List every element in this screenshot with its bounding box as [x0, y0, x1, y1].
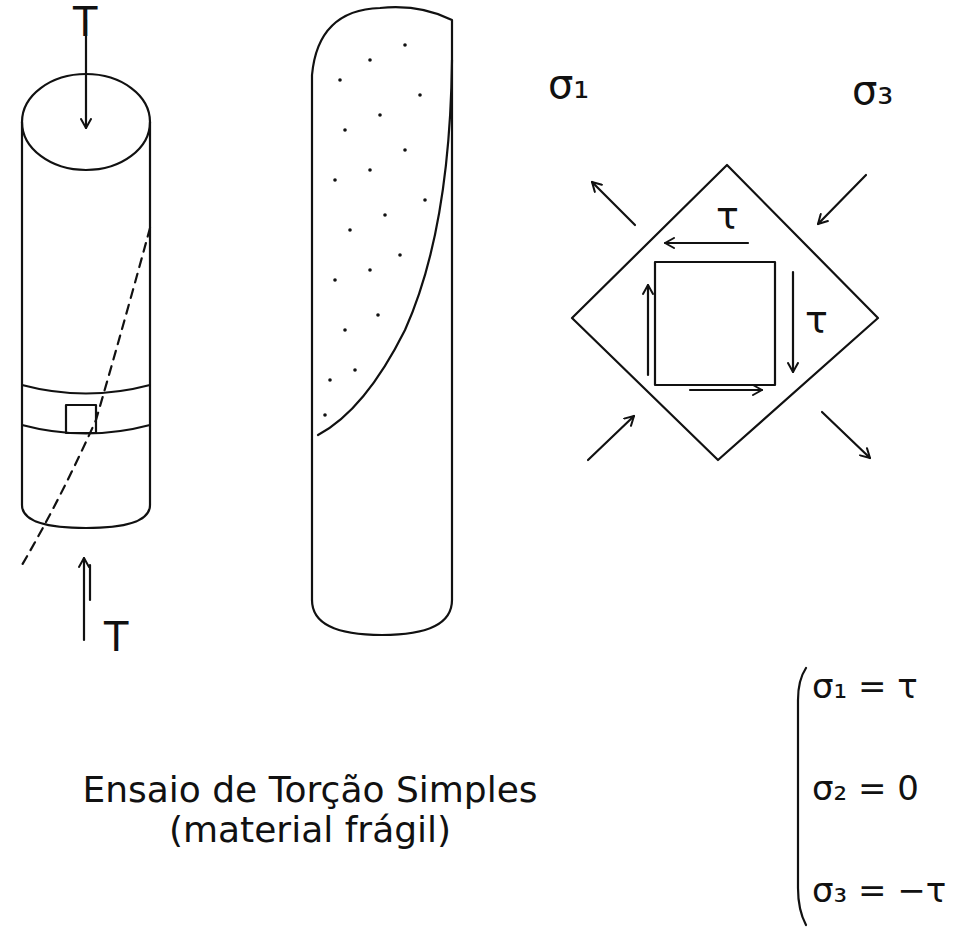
torque-label: T: [73, 0, 97, 44]
caption: Ensaio de Torção Simples (material frági…: [30, 770, 590, 849]
stress-symbol: σ₁: [548, 62, 589, 106]
bracket: [798, 668, 806, 925]
equation: σ₃ = −τ: [812, 872, 946, 909]
equation: σ₂ = 0: [812, 770, 919, 807]
equation: σ₁ = τ: [812, 668, 918, 705]
stress-symbol: σ₃: [852, 68, 893, 112]
stress-element: [572, 165, 878, 460]
torque-label: T: [104, 615, 128, 659]
specimen-cylinder: [22, 20, 150, 640]
shear-symbol: τ: [716, 196, 739, 238]
shear-symbol: τ: [805, 300, 828, 342]
fractured-specimen: [312, 7, 452, 635]
